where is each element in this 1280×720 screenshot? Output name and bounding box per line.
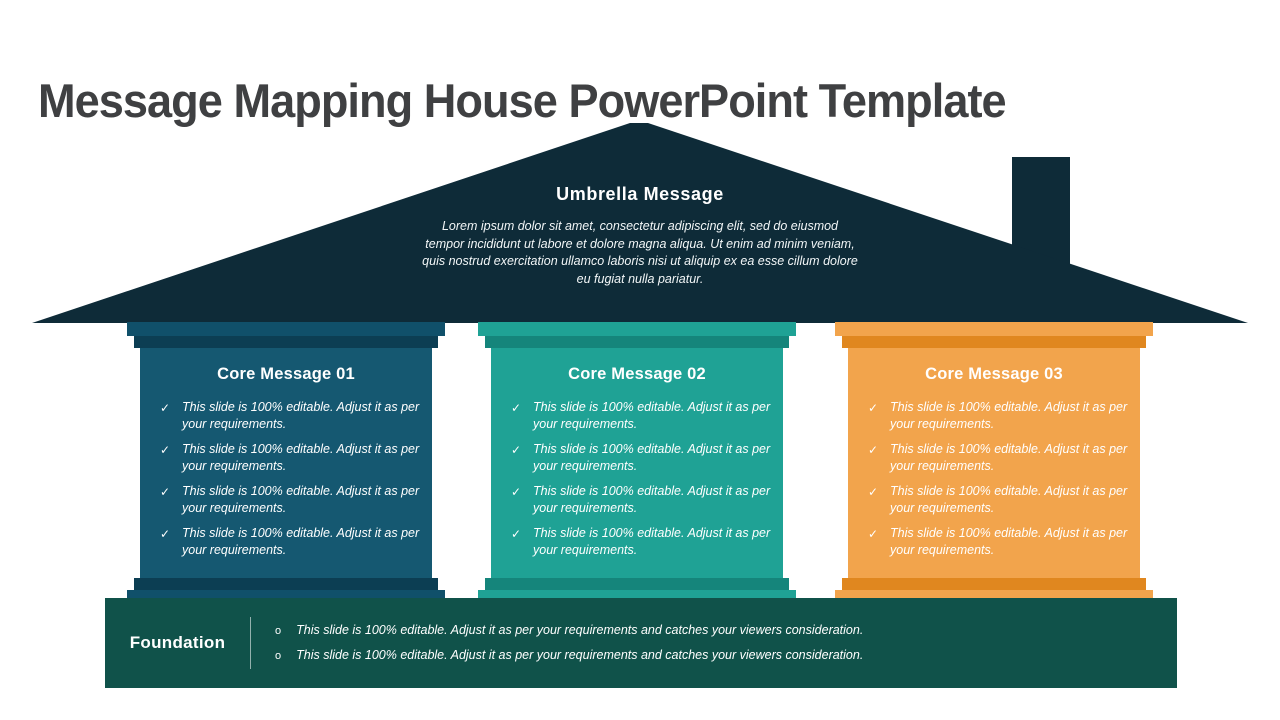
roof-triangle-shape	[32, 123, 1248, 323]
pillar-1-capital-top	[127, 322, 445, 336]
foundation-bullet-text: This slide is 100% editable. Adjust it a…	[296, 648, 864, 662]
slide-title: Message Mapping House PowerPoint Templat…	[38, 74, 1007, 128]
pillar-2-base-upper	[485, 578, 789, 590]
circle-bullet-icon: o	[275, 625, 282, 637]
bullet-item: ✓ This slide is 100% editable. Adjust it …	[511, 441, 771, 475]
bullet-item: ✓ This slide is 100% editable. Adjust it …	[160, 399, 420, 433]
check-icon: ✓	[511, 527, 522, 541]
bullet-text: This slide is 100% editable. Adjust it a…	[890, 526, 1128, 557]
check-icon: ✓	[160, 443, 171, 457]
check-icon: ✓	[868, 443, 879, 457]
bullet-text: This slide is 100% editable. Adjust it a…	[533, 400, 771, 431]
pillar-core-message-03: Core Message 03 ✓ This slide is 100% edit…	[835, 322, 1153, 598]
umbrella-message-body: Lorem ipsum dolor sit amet, consectetur …	[422, 219, 858, 286]
pillar-3-body: Core Message 03 ✓ This slide is 100% edit…	[848, 348, 1140, 578]
foundation-divider	[250, 617, 251, 669]
bullet-item: ✓ This slide is 100% editable. Adjust it …	[160, 441, 420, 475]
check-icon: ✓	[511, 401, 522, 415]
pillar-1-base-bottom	[127, 590, 445, 598]
bullet-item: ✓ This slide is 100% editable. Adjust it …	[868, 399, 1128, 433]
foundation-label: Foundation	[129, 633, 226, 652]
pillar-1-base-upper	[134, 578, 438, 590]
pillar-2-capital-top	[478, 322, 796, 336]
pillar-3-capital-lower	[842, 336, 1146, 348]
check-icon: ✓	[511, 485, 522, 499]
bullet-text: This slide is 100% editable. Adjust it a…	[890, 400, 1128, 431]
umbrella-message-block: Umbrella Message Lorem ipsum dolor sit a…	[0, 184, 1280, 288]
bullet-text: This slide is 100% editable. Adjust it a…	[182, 400, 420, 431]
check-icon: ✓	[868, 485, 879, 499]
pillar-1-body: Core Message 01 ✓ This slide is 100% edit…	[140, 348, 432, 578]
pillar-3-capital-top	[835, 322, 1153, 336]
bullet-text: This slide is 100% editable. Adjust it a…	[890, 484, 1128, 515]
bullet-item: ✓ This slide is 100% editable. Adjust it …	[511, 525, 771, 559]
check-icon: ✓	[868, 527, 879, 541]
bullet-text: This slide is 100% editable. Adjust it a…	[182, 484, 420, 515]
pillar-2-title: Core Message 02	[568, 365, 706, 383]
check-icon: ✓	[511, 443, 522, 457]
bullet-item: ✓ This slide is 100% editable. Adjust it …	[868, 483, 1128, 517]
check-icon: ✓	[160, 401, 171, 415]
bullet-item: ✓ This slide is 100% editable. Adjust it …	[160, 483, 420, 517]
check-icon: ✓	[160, 485, 171, 499]
foundation-bar: Foundation o This slide is 100% editable…	[105, 598, 1177, 688]
bullet-text: This slide is 100% editable. Adjust it a…	[890, 442, 1128, 473]
bullet-item: ✓ This slide is 100% editable. Adjust it …	[511, 399, 771, 433]
foundation-bullet-item: o This slide is 100% editable. Adjust it…	[275, 623, 1177, 638]
check-icon: ✓	[160, 527, 171, 541]
pillar-1-title: Core Message 01	[217, 365, 355, 383]
pillar-1-capital-lower	[134, 336, 438, 348]
umbrella-message-title: Umbrella Message	[556, 184, 724, 204]
pillar-3-base-upper	[842, 578, 1146, 590]
pillar-1-bullet-list: ✓ This slide is 100% editable. Adjust it …	[140, 399, 432, 559]
pillar-3-base-bottom	[835, 590, 1153, 598]
foundation-bullet-list: o This slide is 100% editable. Adjust it…	[251, 623, 1177, 663]
foundation-bullet-item: o This slide is 100% editable. Adjust it…	[275, 648, 1177, 663]
pillar-core-message-02: Core Message 02 ✓ This slide is 100% edit…	[478, 322, 796, 598]
pillar-2-bullet-list: ✓ This slide is 100% editable. Adjust it …	[491, 399, 783, 559]
bullet-item: ✓ This slide is 100% editable. Adjust it …	[868, 525, 1128, 559]
bullet-item: ✓ This slide is 100% editable. Adjust it …	[160, 525, 420, 559]
foundation-bullet-text: This slide is 100% editable. Adjust it a…	[296, 623, 864, 637]
pillar-3-bullet-list: ✓ This slide is 100% editable. Adjust it …	[848, 399, 1140, 559]
pillar-core-message-01: Core Message 01 ✓ This slide is 100% edit…	[127, 322, 445, 598]
bullet-text: This slide is 100% editable. Adjust it a…	[533, 484, 771, 515]
circle-bullet-icon: o	[275, 650, 282, 662]
pillar-2-body: Core Message 02 ✓ This slide is 100% edit…	[491, 348, 783, 578]
pillar-3-title: Core Message 03	[925, 365, 1063, 383]
bullet-item: ✓ This slide is 100% editable. Adjust it …	[868, 441, 1128, 475]
bullet-text: This slide is 100% editable. Adjust it a…	[182, 442, 420, 473]
bullet-item: ✓ This slide is 100% editable. Adjust it …	[511, 483, 771, 517]
pillar-2-capital-lower	[485, 336, 789, 348]
bullet-text: This slide is 100% editable. Adjust it a…	[182, 526, 420, 557]
bullet-text: This slide is 100% editable. Adjust it a…	[533, 526, 771, 557]
bullet-text: This slide is 100% editable. Adjust it a…	[533, 442, 771, 473]
pillar-2-base-bottom	[478, 590, 796, 598]
check-icon: ✓	[868, 401, 879, 415]
